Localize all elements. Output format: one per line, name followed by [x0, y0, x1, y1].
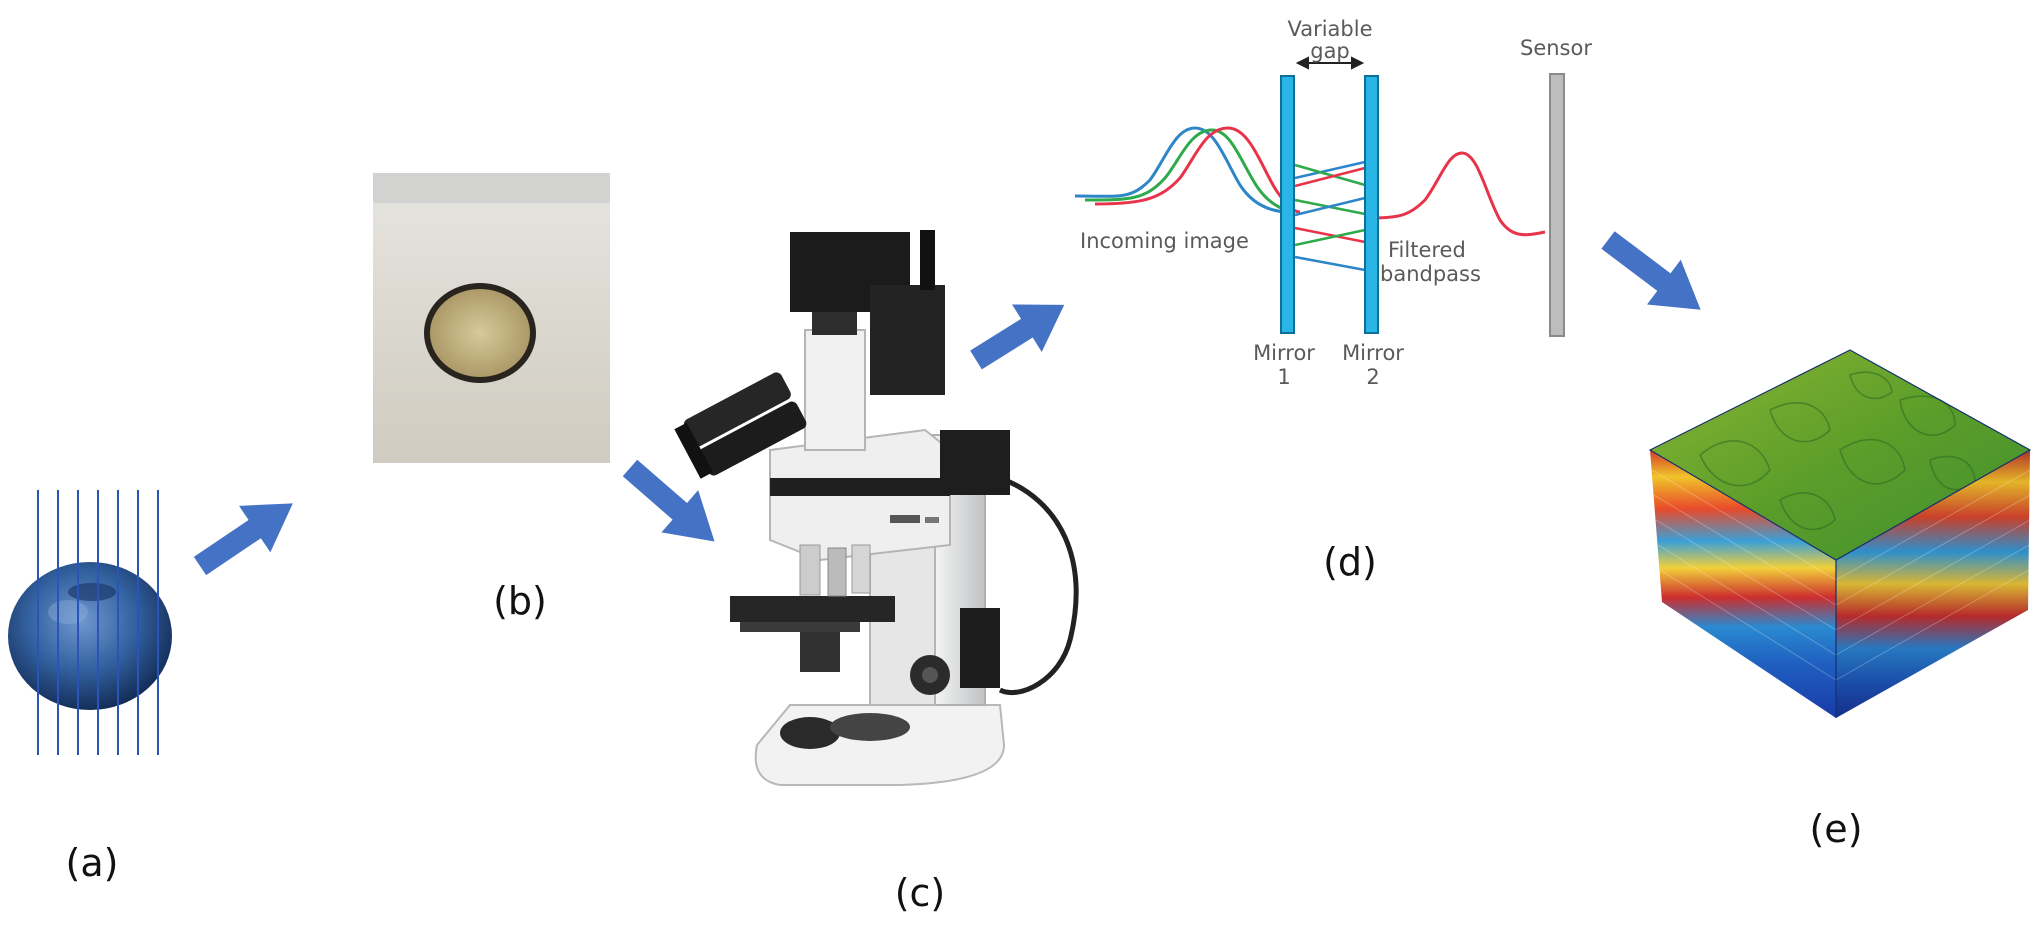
- arrow-d-to-e: [1601, 231, 1701, 310]
- mirror-2: [1364, 75, 1379, 334]
- panel-label-b: (b): [493, 579, 547, 623]
- panel-label-e: (e): [1809, 807, 1862, 851]
- sensor-label: Sensor: [1520, 36, 1592, 60]
- microscope-icon: [674, 230, 1079, 786]
- filtered-label-line1: Filtered: [1388, 238, 1466, 262]
- panel-label-d: (d): [1323, 540, 1377, 584]
- arrow-b-to-c: [622, 459, 715, 542]
- blueberry-sample-icon: [8, 490, 172, 755]
- variable-gap-label-line2: gap: [1310, 39, 1350, 63]
- filtered-label-line2: bandpass: [1380, 262, 1481, 286]
- panel-c: (c): [674, 230, 1079, 915]
- mirror-1-label-line1: Mirror: [1253, 341, 1315, 365]
- incoming-image-label: Incoming image: [1080, 229, 1249, 253]
- filtered-wave: [1371, 151, 1546, 237]
- panel-d: Variable gap Sensor Incoming image Filte…: [1074, 17, 1592, 584]
- mirror-2-label-line1: Mirror: [1342, 341, 1404, 365]
- mirror-1: [1280, 75, 1295, 334]
- panel-b: (b): [373, 173, 610, 623]
- arrow-a-to-b: [193, 503, 293, 576]
- incoming-waves: [1074, 126, 1301, 214]
- panel-e: (e): [1648, 349, 2032, 851]
- sensor-bar: [1549, 73, 1565, 337]
- mirror-2-label-line2: 2: [1366, 365, 1379, 389]
- panel-a: (a): [8, 490, 172, 885]
- panel-label-c: (c): [895, 871, 946, 915]
- slide-specimen-icon: [373, 173, 610, 463]
- internal-reflections: [1294, 160, 1366, 272]
- hyperspectral-cube-icon: [1648, 349, 2032, 718]
- variable-gap-label-line1: Variable: [1287, 17, 1372, 41]
- panel-label-a: (a): [66, 841, 119, 885]
- mirror-1-label-line2: 1: [1277, 365, 1290, 389]
- arrow-c-to-d: [970, 304, 1065, 370]
- gap-arrow: [1295, 56, 1365, 70]
